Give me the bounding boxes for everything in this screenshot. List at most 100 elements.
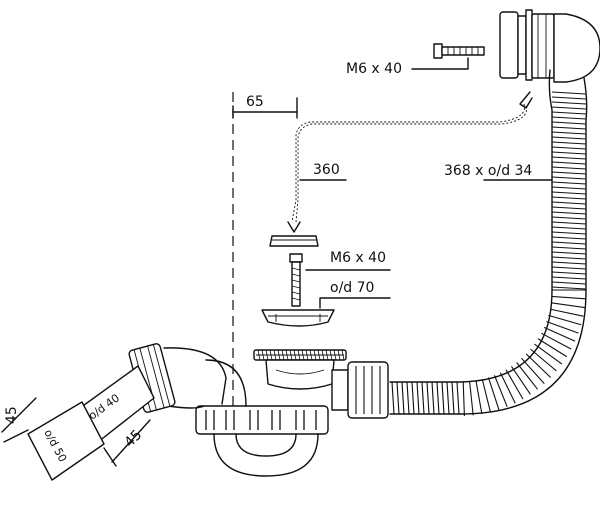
rib-line [499,372,516,404]
rib-line [521,358,545,385]
rib-line [462,381,465,416]
rib-line [551,146,587,150]
rib-line [505,369,524,400]
offset-dimension [232,97,298,119]
rib-line [297,349,301,361]
rib-line [551,221,587,225]
rib-line [411,381,415,415]
inlet-elbow [27,343,227,481]
rib-line [551,166,587,170]
rib-line [317,349,321,361]
rib-line [321,349,325,361]
rib-line [391,381,395,415]
plug [269,221,319,247]
plug-od-label: o/d 70 [330,280,374,296]
rib-line [551,136,587,140]
rib-line [551,116,587,120]
overflow-screw [433,43,485,59]
rib-line [548,314,582,326]
rib-line [269,349,273,361]
rib-line [551,256,587,260]
rib-line [551,156,587,160]
rib-line [446,381,450,415]
rib-line [406,381,410,415]
rib-line [293,349,297,361]
rib-line [265,349,269,361]
rib-line [551,201,587,205]
rib-line [530,348,557,372]
corrugated-hose [389,69,588,416]
rib-line [309,349,313,361]
rib-line [551,141,587,145]
rib-line [456,381,460,415]
rib-line [273,349,277,361]
rib-line [551,131,587,135]
rib-line [436,381,440,415]
rib-line [551,106,587,110]
rib-line [416,381,420,415]
rib-line [551,281,587,285]
rib-line [516,362,539,390]
rib-line [301,349,305,361]
rib-line [551,111,587,115]
dimension-45-right [103,419,151,467]
rib-line [551,171,587,175]
rib-line [537,338,568,358]
rib-line [551,246,587,250]
rib-line [551,251,587,255]
rib-line [551,276,587,280]
rib-line [551,302,585,309]
rib-line [285,349,289,361]
rib-line [551,206,587,210]
rib-line [551,261,587,265]
rib-line [475,380,483,415]
offset-label: 65 [246,94,264,110]
rib-line [551,231,587,235]
rib-line [441,381,445,415]
dimension-45-left [1,397,37,443]
rib-line [543,326,576,342]
rib-line [421,381,425,415]
rib-line [551,286,587,290]
rib-line [546,320,579,334]
rib-line [337,349,341,361]
rib-line [481,379,492,413]
rib-line [551,101,587,105]
outlet-45-left-label: 45 [4,406,20,424]
rib-line [551,176,587,180]
rib-line [401,381,405,415]
chain-length-label: 360 [313,162,340,178]
rib-line [551,161,587,165]
chain [291,91,533,223]
rib-line [551,181,587,185]
rib-line [261,349,265,361]
rib-line [341,349,345,361]
rib-line [551,151,587,155]
rib-line [551,226,587,230]
rib-line [451,381,455,415]
rib-line [551,191,587,195]
rib-line [540,332,572,350]
rib-line [551,126,587,130]
rib-line [329,349,333,361]
overflow-fitting [499,9,600,83]
rib-line [325,349,329,361]
rib-line [551,266,587,270]
rib-line [277,349,281,361]
screw-mid-label: M6 x 40 [330,250,386,266]
rib-line [431,381,435,415]
hose-label: 368 x o/d 34 [444,163,532,179]
rib-line [534,343,563,365]
rib-line [396,381,400,415]
rib-line [551,96,587,100]
grate-screw [289,253,303,307]
rib-line [289,349,293,361]
rib-line [510,365,531,395]
trap-body [195,349,389,477]
rib-line [551,91,587,95]
rib-line [525,353,552,378]
rib-line [493,375,508,408]
rib-line [551,241,587,245]
